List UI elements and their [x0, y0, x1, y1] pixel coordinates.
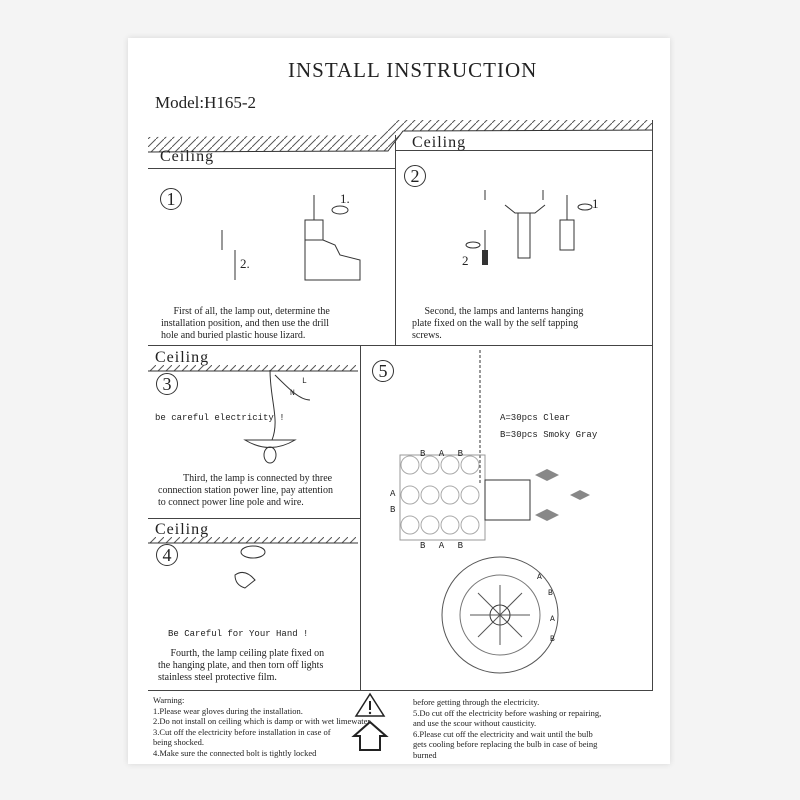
- warning-note: Be Careful for Your Hand !: [168, 629, 309, 639]
- crystal-label: B: [550, 635, 555, 644]
- warning-item: 3.Cut off the electricity before install…: [153, 726, 331, 737]
- warning-item: being shocked.: [153, 737, 204, 747]
- step4-text: Fourth, the lamp ceiling plate fixed on …: [158, 648, 325, 683]
- warning-item: before getting through the electricity.: [413, 697, 540, 707]
- divider: [148, 690, 653, 691]
- ceiling-hatch: [148, 120, 653, 153]
- step3-wiring-illustration: [243, 370, 311, 464]
- ceiling-hatch: [148, 365, 358, 372]
- label: N: [290, 389, 295, 398]
- crystal-label: A: [550, 615, 555, 624]
- divider: [395, 150, 653, 151]
- warning-item: and use the scour without causticity.: [413, 718, 537, 728]
- step-number: 2: [404, 165, 426, 187]
- warning-item: 5.Do cut off the electricity before wash…: [413, 707, 602, 718]
- label: L: [302, 377, 307, 386]
- step3-text: Third, the lamp is connected by three co…: [158, 473, 333, 508]
- divider: [148, 168, 395, 169]
- warning-section: Warning: 1.Please wear gloves during the…: [153, 695, 403, 758]
- step4-hand-illustration: [234, 545, 266, 589]
- warning-item: 1.Please wear gloves during the installa…: [153, 705, 303, 716]
- label: 2: [462, 253, 469, 268]
- warning-item: gets cooling before replacing the bulb i…: [413, 739, 598, 749]
- divider: [395, 135, 396, 345]
- page-title: INSTALL INSTRUCTION: [288, 58, 538, 82]
- warning-item: 2.Do not install on ceiling which is dam…: [153, 716, 372, 726]
- ceiling-label: Ceiling: [412, 134, 467, 151]
- label: 1: [592, 196, 599, 211]
- warning-note: be careful electricity !: [155, 413, 285, 423]
- step2-text: Second, the lamps and lanterns hanging p…: [412, 306, 584, 341]
- crystal-labels-bottom: B A B: [420, 541, 468, 551]
- divider: [148, 345, 653, 346]
- ceiling-label: Ceiling: [155, 521, 210, 538]
- crystal-label: A: [537, 573, 542, 582]
- step2-plate-illustration: [465, 190, 593, 265]
- ceiling-hatch: [148, 537, 358, 544]
- ceiling-label: Ceiling: [155, 349, 210, 366]
- crystal-legend-a: A=30pcs Clear: [500, 413, 571, 423]
- crystal-label: A: [390, 489, 396, 499]
- warning-item: burned: [413, 749, 437, 760]
- crystal-legend-b: B=30pcs Smoky Gray: [500, 430, 598, 440]
- crystal-label: B: [390, 505, 396, 515]
- step-number: 4: [156, 544, 178, 566]
- divider: [652, 120, 653, 690]
- crystal-label: B: [548, 589, 553, 598]
- warning-triangle-icon: [351, 692, 389, 751]
- step-number: 1: [160, 188, 182, 210]
- warning-section-continued: before getting through the electricity. …: [413, 697, 651, 760]
- warning-item: 4.Make sure the connected bolt is tightl…: [153, 747, 317, 758]
- label: 1.: [340, 191, 350, 206]
- warning-heading: Warning:: [153, 695, 185, 705]
- step1-text: First of all, the lamp out, determine th…: [161, 306, 330, 341]
- model-number: Model:H165-2: [155, 93, 257, 112]
- step-number: 3: [156, 373, 178, 395]
- crystal-labels-top: B A B: [420, 449, 468, 459]
- divider: [148, 518, 360, 519]
- step1-drill-illustration: [221, 195, 361, 281]
- step-number: 5: [372, 360, 394, 382]
- step5-chandelier-illustration: [399, 350, 590, 674]
- label: 2.: [240, 256, 250, 271]
- ceiling-label: Ceiling: [160, 148, 215, 165]
- instruction-sheet: [128, 38, 670, 764]
- divider: [360, 345, 361, 690]
- warning-item: 6.Please cut off the electricity and wai…: [413, 728, 593, 739]
